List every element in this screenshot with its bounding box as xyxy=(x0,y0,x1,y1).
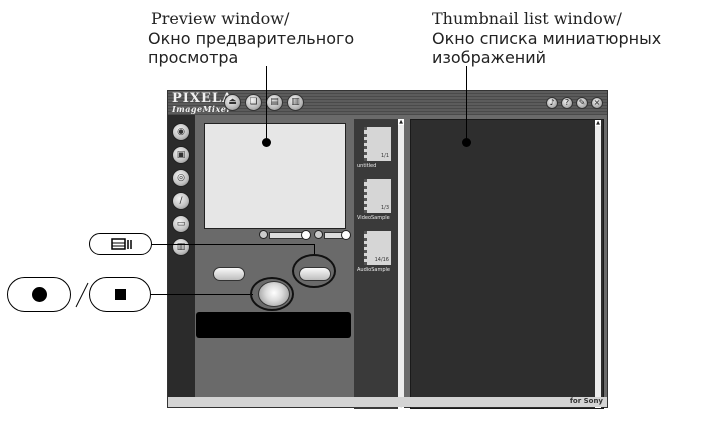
pixela-logo: PIXELA ImageMixer xyxy=(172,91,234,114)
thumbnail-label: AudioSample xyxy=(357,267,390,273)
album-mode-button[interactable]: ❏ xyxy=(245,94,262,111)
help-icon: ? xyxy=(564,98,570,107)
camera-button-highlight xyxy=(292,254,336,288)
thumbnail-window-label-ru-line1: Окно списка миниатюрных xyxy=(432,29,662,48)
capture-mode-button[interactable]: ⏏ xyxy=(224,94,241,111)
thumbnail-list-window: ▲ ▼ xyxy=(410,119,604,409)
close-button[interactable]: × xyxy=(591,97,603,109)
bell-icon: ♪ xyxy=(549,98,555,107)
output-mode-button[interactable]: ▤ xyxy=(266,94,283,111)
trash-icon: ▥ xyxy=(176,242,186,252)
bell-button[interactable]: ♪ xyxy=(546,97,558,109)
thumbnail-untitled[interactable]: 1/1 xyxy=(364,127,391,161)
filled-square-icon xyxy=(115,289,126,300)
disc-icon: ◎ xyxy=(177,173,185,183)
output-icon: ▤ xyxy=(270,97,279,107)
capture-icon: ⏏ xyxy=(228,97,237,107)
scroll-up-arrow[interactable]: ▲ xyxy=(595,120,601,126)
sidebar-video-button[interactable]: ▭ xyxy=(172,215,190,233)
record-button-highlight xyxy=(250,277,294,311)
settings-button[interactable]: ✎ xyxy=(576,97,588,109)
sidebar-trash-button[interactable]: ▥ xyxy=(172,238,190,256)
media-type-strip: 1/1 untitled 1/3 VideoSample 14/16 Audio… xyxy=(354,119,404,409)
print-mode-button[interactable]: ▥ xyxy=(287,94,304,111)
camera-callout-line-v xyxy=(314,244,315,256)
lock-icon: ▣ xyxy=(176,150,186,160)
camera-callout-pill xyxy=(89,233,152,255)
record-callout-pill xyxy=(7,277,71,312)
filled-circle-icon xyxy=(32,287,47,302)
thumbnail-callout-line xyxy=(466,66,467,141)
volume-icon xyxy=(314,230,323,239)
preview-window-label-ru-line2: просмотра xyxy=(148,48,239,67)
list-scrollbar[interactable] xyxy=(595,120,601,408)
preview-callout-line xyxy=(266,66,267,141)
strip-scrollbar[interactable] xyxy=(398,119,404,409)
preview-callout-dot xyxy=(262,138,271,147)
for-sony-text: for Sony xyxy=(569,397,603,405)
thumbnail-window-label-ru-line2: изображений xyxy=(432,48,547,67)
close-icon: × xyxy=(593,98,601,107)
sidebar-edit-button[interactable]: ∕ xyxy=(172,192,190,210)
thumbnail-label: VideoSample xyxy=(357,215,390,221)
thumbnail-callout-dot xyxy=(462,138,471,147)
status-bar: for Sony xyxy=(168,397,607,407)
record-callout-line xyxy=(151,294,253,295)
title-bar: PIXELA ImageMixer ⏏ ❏ ▤ ▥ ♪ ? ✎ × xyxy=(168,91,607,115)
stop-callout-pill xyxy=(89,277,151,312)
thumbnail-audio-sample[interactable]: 14/16 xyxy=(364,231,391,265)
settings-icon: ✎ xyxy=(578,98,586,107)
thumbnail-window-label-en: Thumbnail list window/ xyxy=(432,9,622,28)
scroll-up-arrow[interactable]: ▲ xyxy=(398,119,404,125)
preview-window-label-en: Preview window/ xyxy=(151,9,290,28)
bulb-icon: ◉ xyxy=(177,127,185,137)
brightness-slider-knob[interactable] xyxy=(301,230,311,240)
preview-window xyxy=(204,123,346,229)
imagemixer-window: PIXELA ImageMixer ⏏ ❏ ▤ ▥ ♪ ? ✎ × ◉ ▣ ◎ … xyxy=(167,90,608,409)
video-camera-icon xyxy=(111,238,132,250)
thumbnail-video-sample[interactable]: 1/3 xyxy=(364,179,391,213)
thumbnail-label: untitled xyxy=(357,163,377,169)
status-display xyxy=(196,312,351,338)
mode-sidebar: ◉ ▣ ◎ ∕ ▭ ▥ xyxy=(168,115,195,397)
video-icon: ▭ xyxy=(176,219,186,229)
brightness-icon xyxy=(259,230,268,239)
wand-icon: ∕ xyxy=(179,196,183,206)
sidebar-still-button[interactable]: ◉ xyxy=(172,123,190,141)
sidebar-lock-button[interactable]: ▣ xyxy=(172,146,190,164)
help-button[interactable]: ? xyxy=(561,97,573,109)
album-icon: ❏ xyxy=(249,97,258,107)
volume-slider-knob[interactable] xyxy=(341,230,351,240)
camera-callout-line-h xyxy=(152,244,314,245)
print-icon: ▥ xyxy=(291,97,300,107)
slash-separator xyxy=(75,282,89,308)
sidebar-disc-button[interactable]: ◎ xyxy=(172,169,190,187)
still-capture-button[interactable] xyxy=(213,267,245,281)
preview-window-label-ru-line1: Окно предварительного xyxy=(148,29,355,48)
